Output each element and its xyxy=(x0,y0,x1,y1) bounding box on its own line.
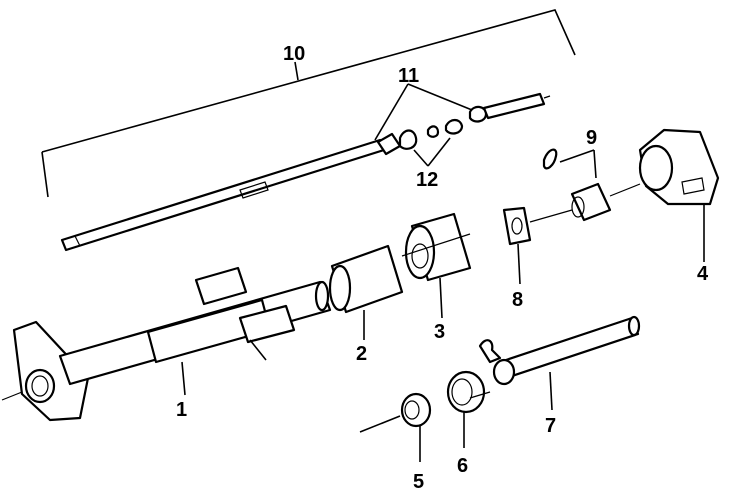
callout-12: 12 xyxy=(416,169,438,191)
leaders-11-12 xyxy=(374,83,473,167)
part-4-cover xyxy=(638,128,720,262)
callout-5: 5 xyxy=(413,471,424,492)
axis-lines xyxy=(1,183,641,401)
callout-2: 2 xyxy=(356,343,367,365)
callout-4: 4 xyxy=(697,263,709,285)
part-2-sleeve xyxy=(328,244,404,340)
callout-8: 8 xyxy=(512,289,523,311)
part-1-jacket xyxy=(12,266,332,422)
bracket-10 xyxy=(41,9,576,198)
callout-1: 1 xyxy=(176,399,187,421)
callout-10: 10 xyxy=(283,43,305,65)
callout-11: 11 xyxy=(398,65,419,87)
part-6-ring xyxy=(446,370,486,448)
callout-9: 9 xyxy=(586,127,597,149)
steering-shaft xyxy=(60,92,551,252)
part-8-plate xyxy=(502,206,532,285)
part-3-housing xyxy=(404,212,472,319)
callout-6: 6 xyxy=(457,455,468,477)
part-5-bushing xyxy=(359,392,432,462)
part-7-shaft xyxy=(478,315,641,411)
callout-7: 7 xyxy=(545,415,556,437)
part-9-bearing xyxy=(542,148,612,222)
callout-3: 3 xyxy=(434,321,445,343)
